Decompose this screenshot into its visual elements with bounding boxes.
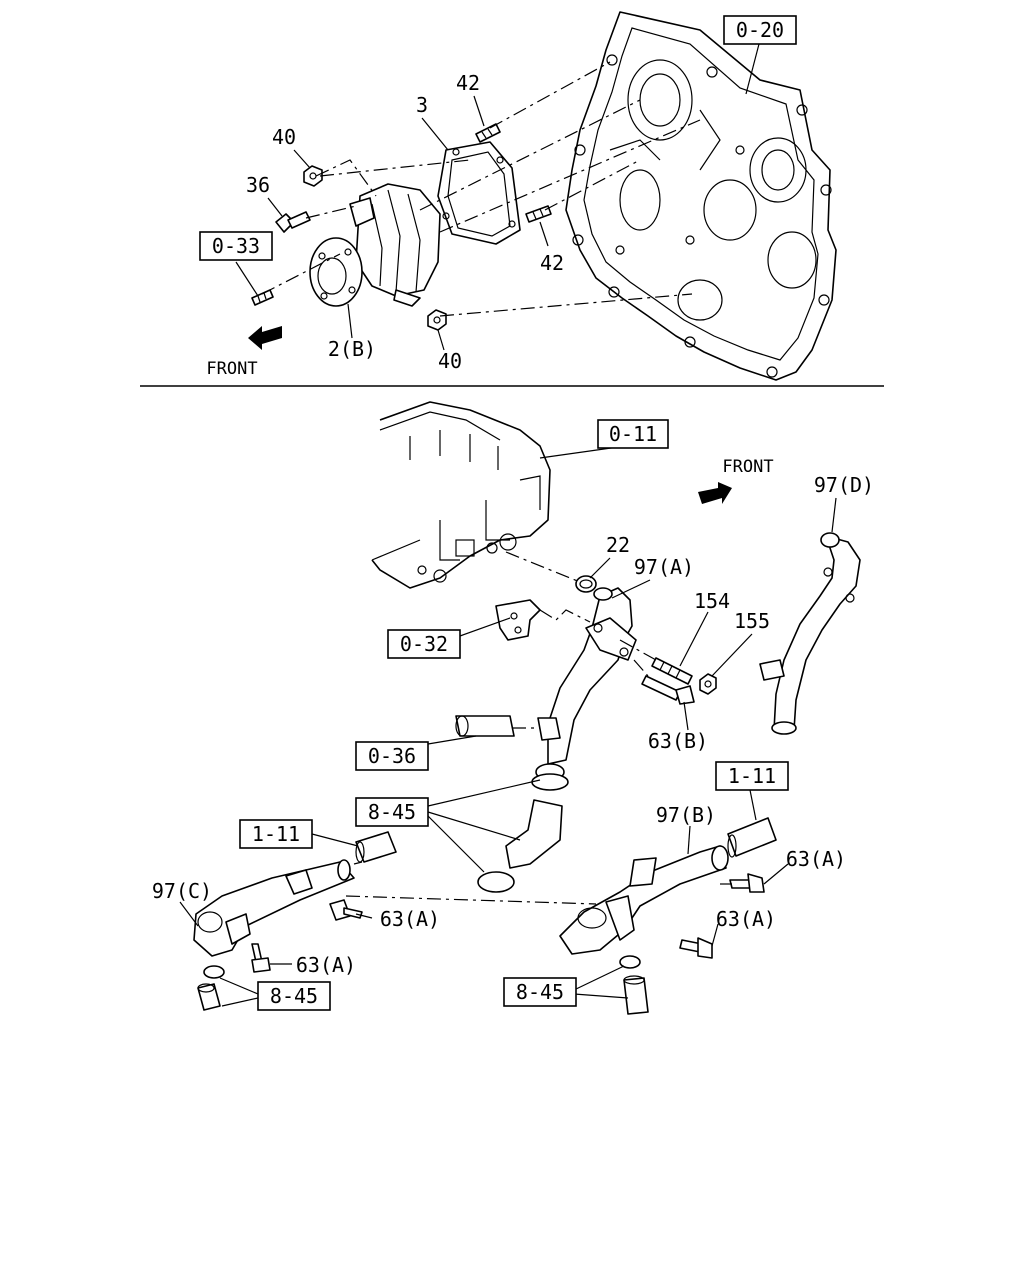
ref-box-0-20: 0-20 [723, 15, 797, 45]
align-line-4 [489, 61, 611, 129]
label-2b: 2(B) [328, 337, 376, 361]
o-ring-22 [575, 575, 597, 593]
svg-text:8-45: 8-45 [270, 984, 318, 1008]
label-155: 155 [734, 609, 770, 633]
label-36: 36 [246, 173, 270, 197]
label-63a-right-1: 63(A) [786, 847, 846, 871]
front-arrow-icon [248, 326, 282, 350]
upper-section: 0-20 0-33 42 3 40 36 42 2(B) 40 FRONT [199, 11, 837, 381]
pipe-97c [193, 859, 355, 957]
align-line-5 [419, 99, 641, 211]
bolt-63a-left-1 [329, 899, 363, 921]
label-40-upper: 40 [272, 125, 296, 149]
front-arrow-icon [698, 482, 732, 504]
bolt-63a-right-1 [729, 873, 765, 893]
label-154: 154 [694, 589, 730, 613]
nut-40-upper [303, 165, 323, 187]
label-63a-left-2: 63(A) [296, 953, 356, 977]
align-line-2 [305, 205, 357, 219]
stud-42-lower [525, 205, 552, 223]
front-label-mid: FRONT [722, 457, 773, 477]
svg-text:0-20: 0-20 [736, 18, 784, 42]
ref-box-8-45-lower-right: 8-45 [503, 977, 577, 1007]
pipe-97d [759, 532, 861, 735]
ref-box-0-32: 0-32 [387, 629, 461, 659]
hose-1-11-right [727, 817, 777, 858]
hose-8-45-lower-left [197, 965, 225, 1011]
ref-box-8-45-lower-left: 8-45 [257, 981, 331, 1011]
align-line-6 [439, 119, 701, 233]
bolt-36 [275, 211, 311, 233]
gasket [437, 141, 521, 245]
label-97b: 97(B) [656, 803, 716, 827]
stud-42-upper [475, 123, 501, 143]
bolt-63a-left-2 [251, 943, 271, 973]
label-63b: 63(B) [648, 729, 708, 753]
label-42-lower: 42 [540, 251, 564, 275]
label-22: 22 [606, 533, 630, 557]
water-pump [309, 183, 441, 307]
label-42-upper: 42 [456, 71, 480, 95]
nut-40-lower [427, 309, 447, 331]
label-3: 3 [416, 93, 428, 117]
svg-text:1-11: 1-11 [728, 764, 776, 788]
ref-box-0-11: 0-11 [597, 419, 669, 449]
align-line-1 [261, 253, 341, 295]
svg-text:0-11: 0-11 [609, 422, 657, 446]
pipe-97b [559, 845, 729, 955]
svg-text:8-45: 8-45 [368, 800, 416, 824]
fitting-0-36 [455, 715, 561, 741]
cylinder-block [371, 401, 551, 589]
pipe-97a [547, 587, 637, 765]
svg-text:8-45: 8-45 [516, 980, 564, 1004]
align-line-7 [544, 159, 641, 211]
svg-text:0-36: 0-36 [368, 744, 416, 768]
label-97d: 97(D) [814, 473, 874, 497]
label-97c: 97(C) [152, 879, 212, 903]
hose-8-45-lower-right [619, 955, 649, 1015]
label-40-lower: 40 [438, 349, 462, 373]
label-97a: 97(A) [634, 555, 694, 579]
align-line-8 [439, 293, 693, 317]
svg-text:0-32: 0-32 [400, 632, 448, 656]
bracket-0-32 [495, 599, 541, 641]
align-line-3 [315, 159, 377, 197]
ref-box-1-11-right: 1-11 [715, 761, 789, 791]
svg-text:1-11: 1-11 [252, 822, 300, 846]
bolt-63b [641, 675, 695, 705]
bolt-63a-right-2 [679, 937, 713, 959]
svg-text:0-33: 0-33 [212, 234, 260, 258]
label-63a-right-2: 63(A) [716, 907, 776, 931]
label-63a-left-1: 63(A) [380, 907, 440, 931]
timing-case-housing [565, 11, 837, 381]
hose-8-45-middle [477, 763, 569, 893]
nut-155 [699, 673, 717, 695]
ref-box-1-11-left: 1-11 [239, 819, 313, 849]
ref-box-0-36: 0-36 [355, 741, 429, 771]
align-line-9 [319, 159, 471, 177]
front-label-upper: FRONT [206, 359, 257, 379]
lower-section: 0-11 0-32 0-36 8-45 1-11 1-11 8-45 8-45 [152, 401, 874, 1015]
hose-1-11-left [355, 831, 397, 863]
stud-154 [651, 657, 693, 685]
ref-box-0-33: 0-33 [199, 231, 273, 261]
ref-box-8-45-middle: 8-45 [355, 797, 429, 827]
